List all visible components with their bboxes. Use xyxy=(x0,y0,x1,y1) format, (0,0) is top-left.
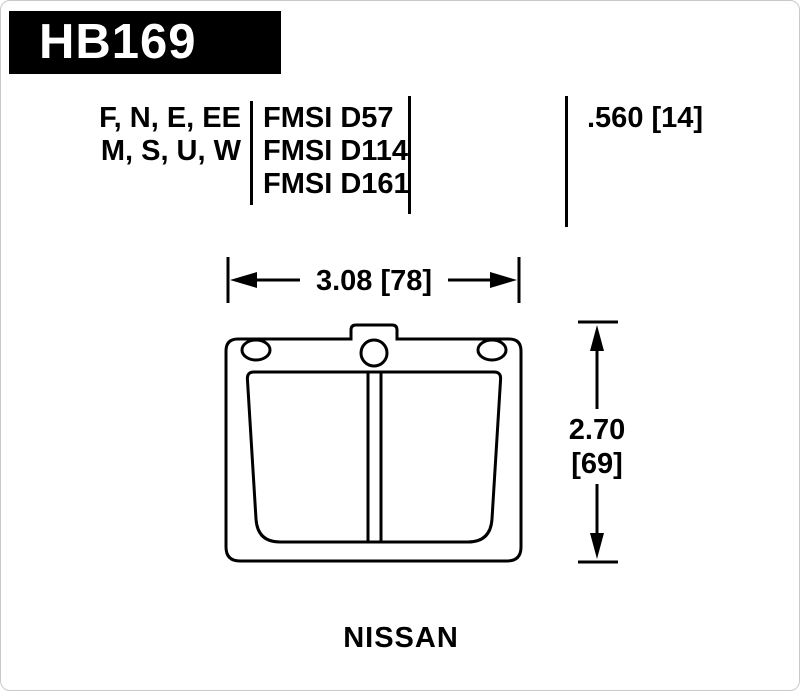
fmsi-number-1: FMSI D57 xyxy=(263,102,394,134)
width-dimension-label: 3.08 [78] xyxy=(315,265,433,297)
width-arrowhead-left-icon xyxy=(230,272,257,288)
height-dimension-label-mm: [69] xyxy=(571,448,623,480)
center-tab-hole xyxy=(359,338,389,368)
spec-column-divider-3 xyxy=(565,96,568,227)
fmsi-number-3: FMSI D161 xyxy=(263,168,410,200)
height-dimension-label-inches: 2.70 xyxy=(568,414,626,446)
pad-thickness-value: .560 [14] xyxy=(587,102,704,134)
width-arrowhead-right-icon xyxy=(490,272,517,288)
pad-backplate-outline xyxy=(224,323,523,563)
fmsi-number-2: FMSI D114 xyxy=(263,135,409,167)
width-dimension xyxy=(226,257,521,303)
application-codes-line-1: F, N, E, EE xyxy=(99,102,241,134)
height-arrowhead-up-icon xyxy=(590,325,604,351)
friction-surface-outline xyxy=(245,370,503,544)
part-number-banner: HB169 xyxy=(9,11,281,74)
height-dimension xyxy=(578,320,618,564)
spec-column-divider-1 xyxy=(250,101,253,205)
height-arrowhead-down-icon xyxy=(590,533,604,559)
mount-hole-right xyxy=(476,338,508,362)
mount-hole-left xyxy=(240,338,272,362)
part-number: HB169 xyxy=(39,15,197,69)
spec-column-divider-2 xyxy=(408,96,411,214)
application-codes-line-2: M, S, U, W xyxy=(100,135,241,167)
vehicle-make-label: NISSAN xyxy=(343,622,459,654)
